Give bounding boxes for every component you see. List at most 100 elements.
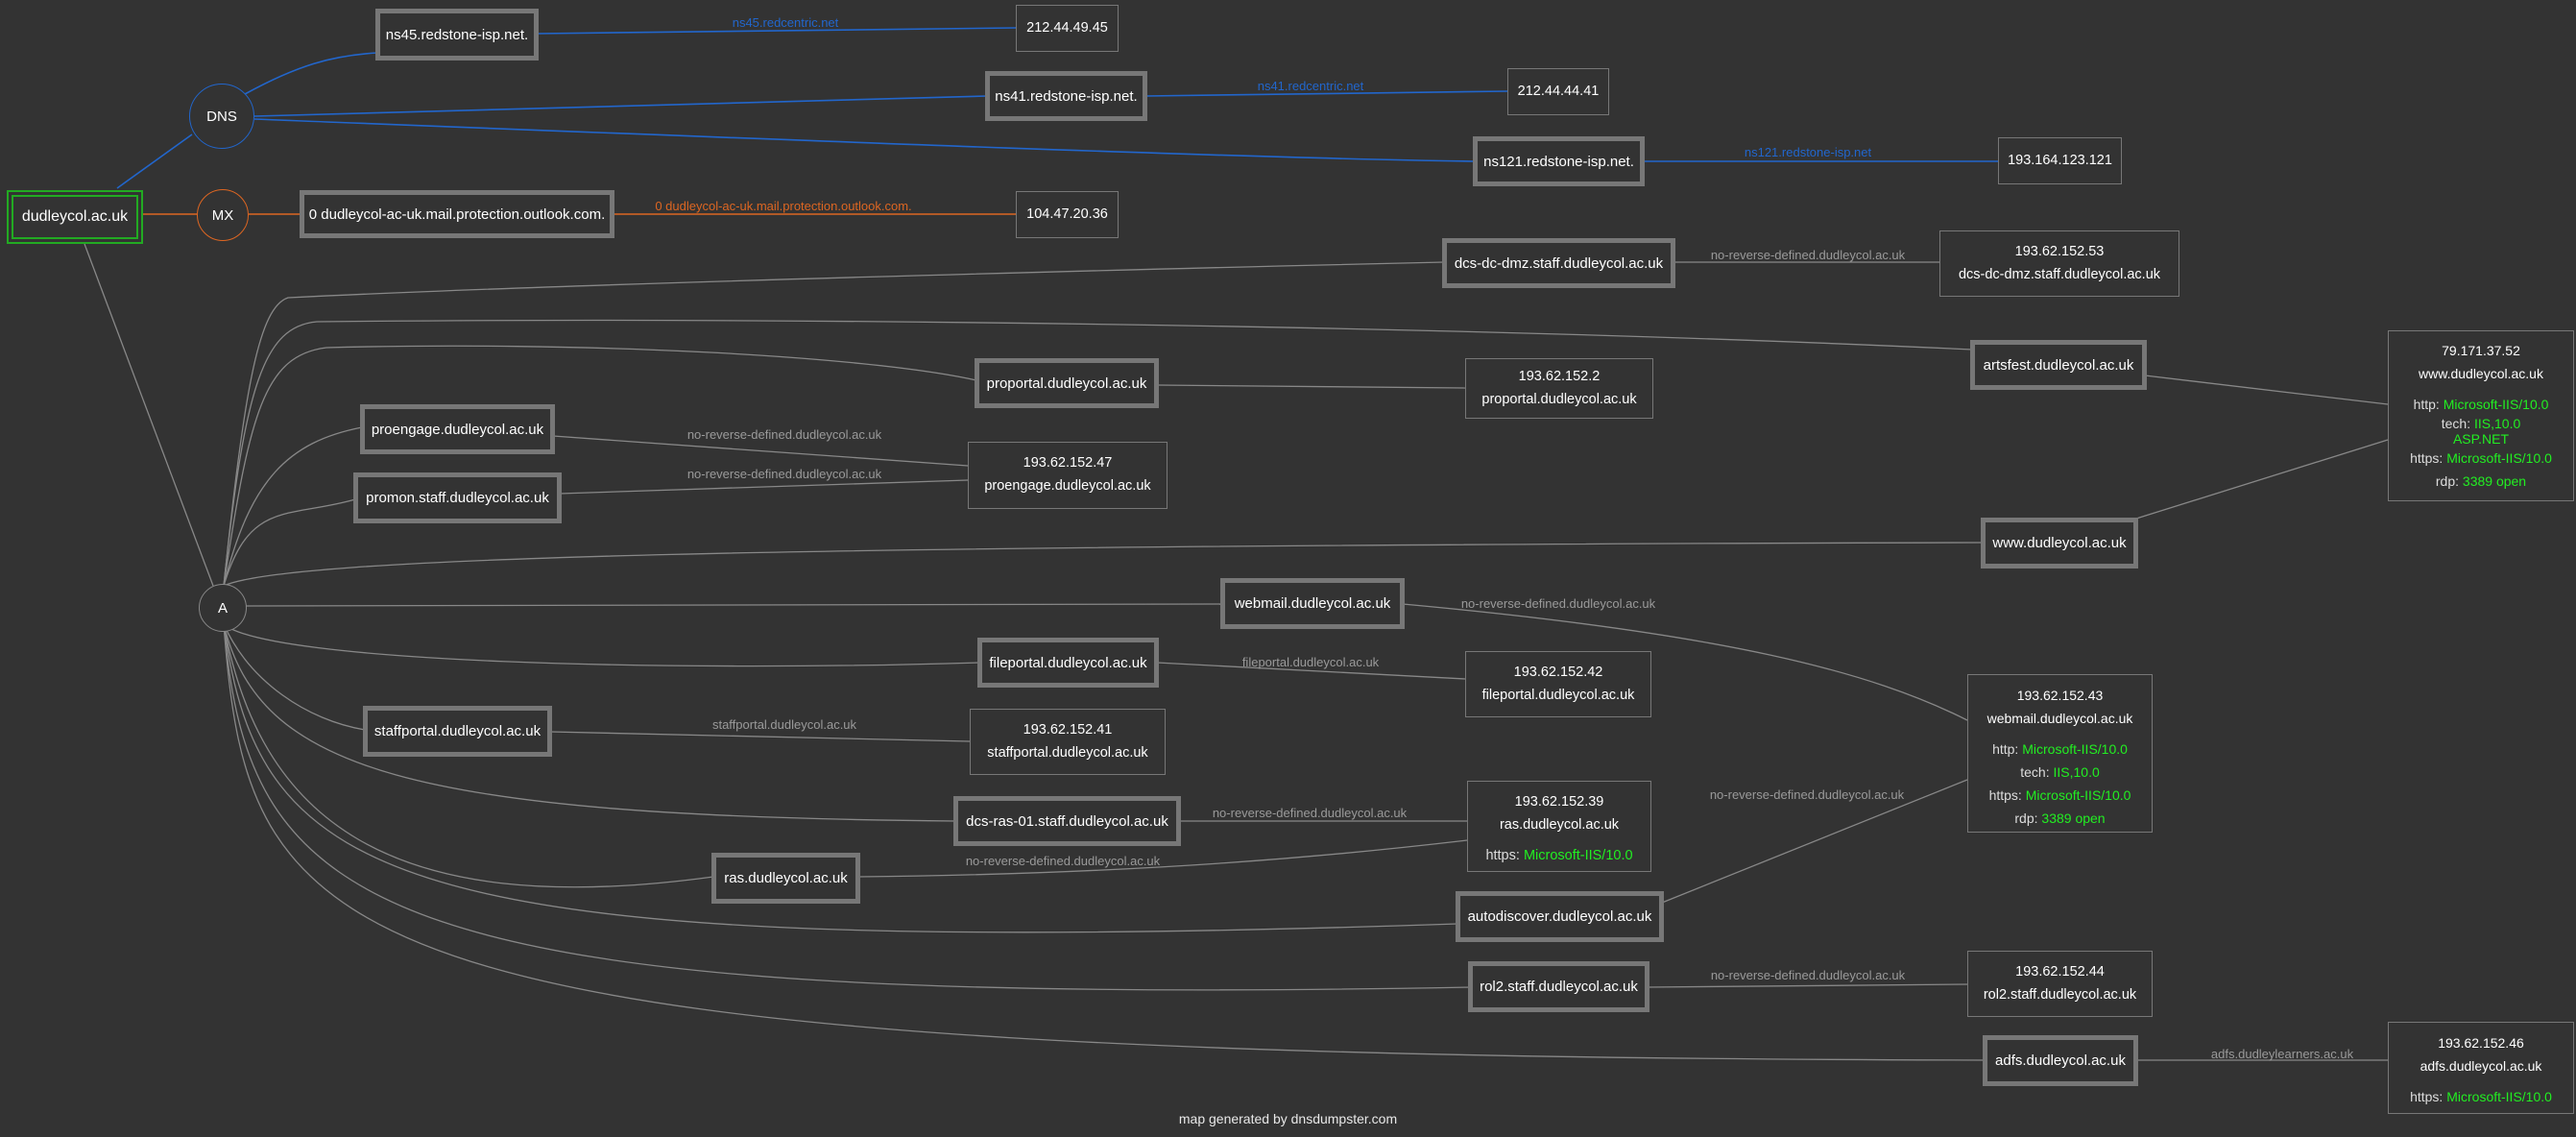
a-host-node[interactable]: proportal.dudleycol.ac.uk <box>975 358 1159 408</box>
a-host-node[interactable]: ras.dudleycol.ac.uk <box>711 853 860 904</box>
service-key: tech: <box>2441 416 2471 431</box>
edge-label: no-reverse-defined.dudleycol.ac.uk <box>686 427 882 442</box>
a-host-node[interactable]: staffportal.dudleycol.ac.uk <box>363 706 552 757</box>
a-host-node[interactable]: autodiscover.dudleycol.ac.uk <box>1456 891 1664 942</box>
dns-ip-node[interactable]: 212.44.44.41 <box>1507 68 1609 115</box>
service-key: https: <box>1988 787 2022 803</box>
ip-reverse-name: fileportal.dudleycol.ac.uk <box>1481 688 1635 703</box>
ip-node[interactable]: 79.171.37.52 www.dudleycol.ac.uk http: M… <box>2388 330 2574 501</box>
dns-host-node[interactable]: ns45.redstone-isp.net. <box>375 9 539 60</box>
service-key: http: <box>2413 397 2440 412</box>
service-key: rdp: <box>2014 810 2038 826</box>
dns-ptr-label: ns121.redstone-isp.net <box>1744 145 1872 159</box>
service-value: ASP.NET <box>2452 431 2510 447</box>
service-key: http: <box>1992 741 2019 757</box>
edge-a-dcs-ras <box>223 623 956 822</box>
ip-node[interactable]: 193.62.152.41 staffportal.dudleycol.ac.u… <box>970 709 1166 775</box>
edge-a-webmail <box>245 603 1223 607</box>
ip-address: 193.62.152.44 <box>2015 964 2105 980</box>
a-host-node[interactable]: dcs-dc-dmz.staff.dudleycol.ac.uk <box>1442 238 1675 288</box>
edge-root-dns <box>116 133 193 189</box>
dns-edges <box>116 27 1998 189</box>
edge-dns-ns41 <box>253 95 988 117</box>
a-host-node[interactable]: fileportal.dudleycol.ac.uk <box>977 638 1159 688</box>
edge-dns-ns121 <box>253 118 1476 162</box>
service-value: Microsoft-IIS/10.0 <box>2022 741 2128 757</box>
a-host-node[interactable]: artsfest.dudleycol.ac.uk <box>1970 340 2147 390</box>
dns-hub[interactable]: DNS <box>189 84 254 149</box>
ip-address: 193.62.152.39 <box>1514 794 1604 810</box>
ip-reverse-name: staffportal.dudleycol.ac.uk <box>987 745 1148 761</box>
ip-node[interactable]: 193.62.152.44 rol2.staff.dudleycol.ac.uk <box>1967 951 2153 1017</box>
a-host-node[interactable]: promon.staff.dudleycol.ac.uk <box>353 472 562 523</box>
ip-address: 193.62.152.46 <box>2438 1035 2524 1051</box>
a-host-node[interactable]: www.dudleycol.ac.uk <box>1981 518 2138 568</box>
edge-promon-ip <box>559 479 969 495</box>
ip-address: 79.171.37.52 <box>2442 343 2520 358</box>
edge-rol2-ip <box>1647 983 1968 988</box>
service-value: Microsoft-IIS/10.0 <box>2443 397 2549 412</box>
ip-address: 193.62.152.2 <box>1518 369 1601 384</box>
a-host-node[interactable]: webmail.dudleycol.ac.uk <box>1220 578 1405 629</box>
ip-reverse-name: webmail.dudleycol.ac.uk <box>1986 711 2133 726</box>
ip-node[interactable]: 193.62.152.43 webmail.dudleycol.ac.uk ht… <box>1967 674 2153 833</box>
edge-fileportal-ip <box>1156 662 1466 680</box>
service-key: tech: <box>2020 764 2050 780</box>
dns-host-node[interactable]: ns41.redstone-isp.net. <box>985 71 1147 121</box>
root-domain-node[interactable]: dudleycol.ac.uk <box>7 190 143 244</box>
service-value: Microsoft-IIS/10.0 <box>2025 787 2131 803</box>
edge-a-dcs-dc-dmz <box>223 261 1445 587</box>
service-key: https: <box>2410 1089 2444 1104</box>
service-value: 3389 open <box>2041 810 2106 826</box>
edge-a-ras <box>223 623 714 888</box>
ip-node[interactable]: 193.62.152.47 proengage.dudleycol.ac.uk <box>968 442 1168 509</box>
edge-label: no-reverse-defined.dudleycol.ac.uk <box>1460 596 1656 611</box>
edge-proportal-ip <box>1156 384 1466 389</box>
service-key: https: <box>2410 450 2444 466</box>
edge-dns-ns45 <box>244 52 378 95</box>
edge-ns45-ip <box>537 27 1017 35</box>
edge-a-adfs <box>223 623 1986 1061</box>
mx-hub[interactable]: MX <box>197 189 249 241</box>
edge-label: no-reverse-defined.dudleycol.ac.uk <box>965 854 1161 868</box>
a-host-node[interactable]: proengage.dudleycol.ac.uk <box>360 404 555 454</box>
ip-address: 193.62.152.42 <box>1513 665 1603 680</box>
edge-proengage-ip <box>552 435 969 467</box>
a-host-node[interactable]: adfs.dudleycol.ac.uk <box>1983 1035 2138 1086</box>
ip-node[interactable]: 193.62.152.46 adfs.dudleycol.ac.uk https… <box>2388 1022 2574 1114</box>
ip-node[interactable]: 193.62.152.42 fileportal.dudleycol.ac.uk <box>1465 651 1651 717</box>
edge-a-rol2 <box>223 623 1471 991</box>
edge-label: staffportal.dudleycol.ac.uk <box>711 717 857 732</box>
ip-reverse-name: www.dudleycol.ac.uk <box>2419 366 2543 381</box>
ip-node[interactable]: 193.62.152.2 proportal.dudleycol.ac.uk <box>1465 358 1653 419</box>
ip-address: 193.62.152.53 <box>2014 244 2105 259</box>
edge-label: no-reverse-defined.dudleycol.ac.uk <box>1212 806 1408 820</box>
ip-reverse-name: proportal.dudleycol.ac.uk <box>1481 392 1637 407</box>
mx-ip-node[interactable]: 104.47.20.36 <box>1016 191 1119 238</box>
edge-www-ip <box>2135 439 2389 520</box>
edge-a-staffportal <box>223 623 366 731</box>
ip-node[interactable]: 193.62.152.39 ras.dudleycol.ac.uk https:… <box>1467 781 1651 872</box>
dns-ip-node[interactable]: 193.164.123.121 <box>1998 137 2122 184</box>
edge-label: fileportal.dudleycol.ac.uk <box>1241 655 1380 669</box>
service-key: rdp: <box>2435 473 2460 489</box>
edge-a-fileportal <box>223 623 980 667</box>
edge-a-proengage <box>223 426 363 587</box>
edge-label: no-reverse-defined.dudleycol.ac.uk <box>1709 787 1905 802</box>
edge-a-artsfest <box>223 319 1973 587</box>
dns-ip-node[interactable]: 212.44.49.45 <box>1016 5 1119 52</box>
a-edges <box>84 243 2389 1061</box>
ip-reverse-name: ras.dudleycol.ac.uk <box>1499 817 1620 833</box>
a-hub[interactable]: A <box>199 584 247 632</box>
ip-address: 193.62.152.47 <box>1023 455 1113 471</box>
a-host-node[interactable]: rol2.staff.dudleycol.ac.uk <box>1468 961 1649 1012</box>
ip-node[interactable]: 193.62.152.53 dcs-dc-dmz.staff.dudleycol… <box>1939 230 2179 297</box>
a-host-node[interactable]: dcs-ras-01.staff.dudleycol.ac.uk <box>953 796 1181 846</box>
dns-host-node[interactable]: ns121.redstone-isp.net. <box>1473 136 1645 186</box>
ip-address: 193.62.152.41 <box>1023 722 1113 738</box>
ip-reverse-name: adfs.dudleycol.ac.uk <box>2420 1058 2542 1074</box>
mx-host-node[interactable]: 0 dudleycol-ac-uk.mail.protection.outloo… <box>300 190 614 238</box>
edge-label: no-reverse-defined.dudleycol.ac.uk <box>1710 968 1906 982</box>
edge-label: no-reverse-defined.dudleycol.ac.uk <box>686 467 882 481</box>
